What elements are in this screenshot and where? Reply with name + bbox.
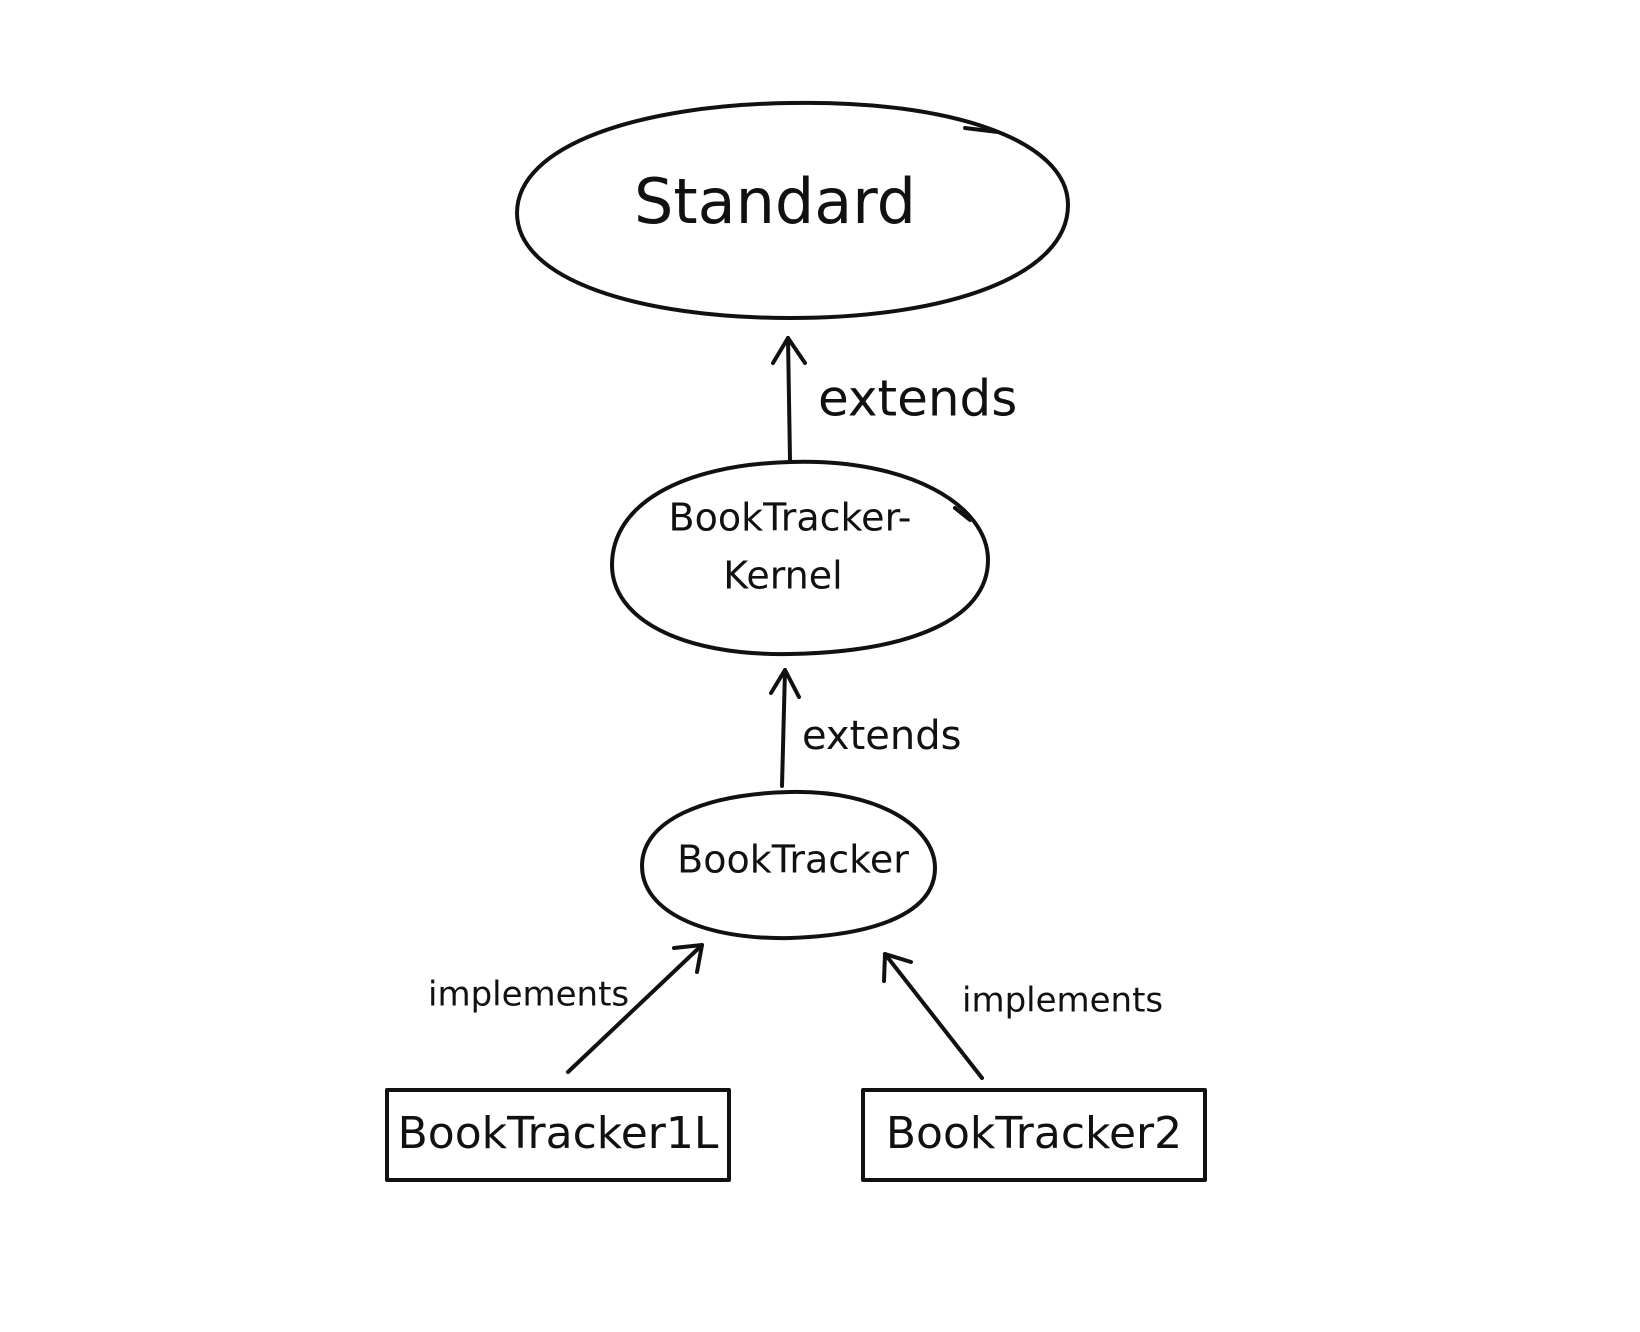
edge-impl2-to-booktracker-line <box>883 952 984 1080</box>
node-booktracker: BookTracker <box>640 789 937 941</box>
node-impl2-shape <box>861 1088 1207 1182</box>
node-impl1: BookTracker1L <box>385 1088 731 1182</box>
node-kernel-label-line2: Kernel <box>723 554 842 598</box>
edge-impl1-to-booktracker: implements <box>428 943 704 1074</box>
edge-impl1-to-booktracker-arrowhead <box>672 943 704 974</box>
edge-kernel-to-standard-label: extends <box>818 370 1017 428</box>
node-standard: Standard <box>515 100 1070 320</box>
node-kernel-stroke-tail <box>953 506 972 522</box>
edge-impl2-to-booktracker: implements <box>882 952 1163 1080</box>
edge-kernel-to-standard-line <box>786 336 792 462</box>
node-standard-label: Standard <box>634 165 916 238</box>
edge-impl2-to-booktracker-label: implements <box>962 981 1163 1021</box>
edge-impl1-to-booktracker-label: implements <box>428 975 629 1015</box>
edge-booktracker-to-kernel-label: extends <box>802 713 961 759</box>
node-standard-shape <box>515 100 1070 320</box>
node-impl1-label: BookTracker1L <box>398 1108 719 1159</box>
node-kernel-shape <box>610 459 990 657</box>
node-impl2: BookTracker2 <box>861 1088 1207 1182</box>
node-impl2-label: BookTracker2 <box>886 1108 1182 1159</box>
edge-booktracker-to-kernel: extends <box>769 668 961 788</box>
edge-kernel-to-standard-arrowhead <box>771 336 807 365</box>
node-kernel-label-line1: BookTracker- <box>669 496 912 540</box>
node-impl1-shape <box>385 1088 731 1182</box>
node-kernel: BookTracker- Kernel <box>610 459 990 657</box>
node-booktracker-shape <box>640 789 937 941</box>
edge-impl1-to-booktracker-line <box>566 943 704 1074</box>
edge-booktracker-to-kernel-arrowhead <box>769 668 801 699</box>
edge-kernel-to-standard: extends <box>771 336 1017 462</box>
edge-impl2-to-booktracker-arrowhead <box>882 952 913 983</box>
edge-booktracker-to-kernel-line <box>780 668 787 788</box>
node-standard-stroke-tail <box>963 126 1000 134</box>
node-booktracker-label: BookTracker <box>677 838 909 882</box>
